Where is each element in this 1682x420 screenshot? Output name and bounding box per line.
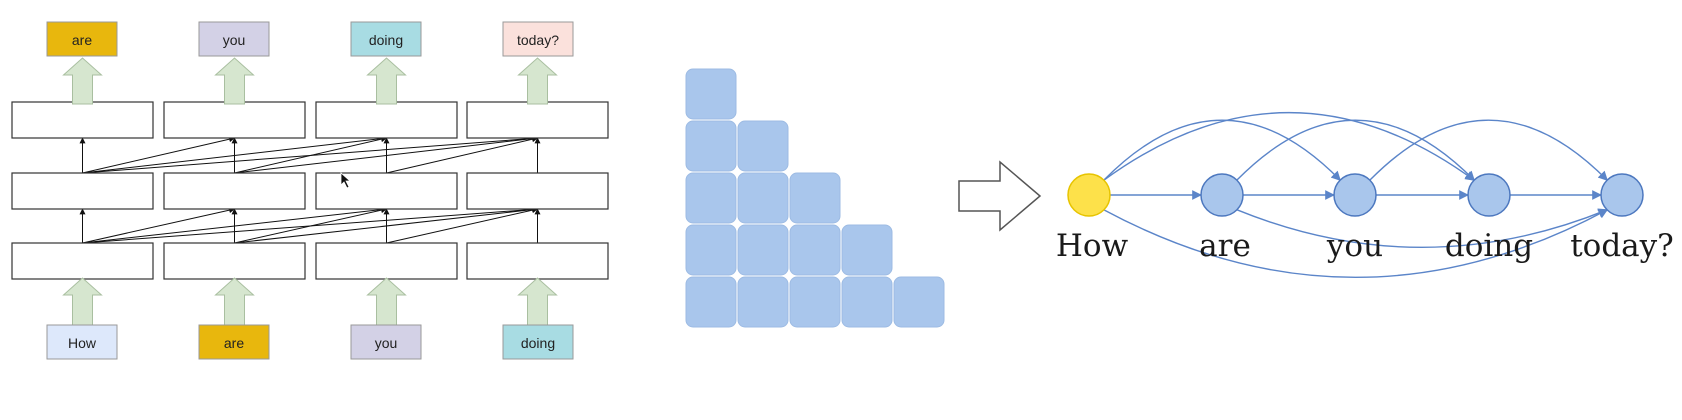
attention-connection — [82, 135, 388, 174]
graph-edge — [1236, 208, 1609, 249]
input-token-doing: doing — [502, 324, 574, 360]
output-token-label: today? — [517, 32, 559, 48]
up-arrow-icon — [62, 57, 103, 105]
layer-box — [11, 101, 154, 139]
graph-node — [1467, 173, 1511, 217]
mask-cell — [789, 172, 841, 224]
up-arrow-icon — [62, 277, 103, 326]
attention-connection — [82, 206, 539, 244]
mask-cell — [685, 68, 737, 120]
output-token-are: are — [46, 21, 118, 57]
output-token-you: you — [198, 21, 270, 57]
layer-box — [466, 172, 609, 210]
mask-cell — [789, 224, 841, 276]
output-token-label: doing — [369, 32, 403, 48]
graph-node-label-you: you — [1326, 228, 1383, 264]
input-token-label: doing — [521, 335, 555, 351]
attention-connection — [82, 207, 236, 244]
layer-box — [163, 242, 306, 280]
input-token-label: are — [224, 335, 244, 351]
graph-node — [1600, 173, 1644, 217]
mask-cell — [685, 172, 737, 224]
mask-cell — [789, 276, 841, 328]
mask-cell — [893, 276, 945, 328]
layer-boxes — [11, 101, 609, 280]
graph-node-label-doing: doing — [1445, 228, 1533, 264]
mask-cell — [841, 224, 893, 276]
input-token-are: are — [198, 324, 270, 360]
layer-box — [466, 242, 609, 280]
layer-box — [466, 101, 609, 139]
graph-node-label-today: today? — [1570, 228, 1674, 264]
output-token-label: you — [223, 32, 246, 48]
layer-box — [315, 172, 458, 210]
input-token-label: How — [68, 335, 97, 351]
attention-connection — [234, 206, 539, 244]
graph-edge — [1103, 209, 1609, 279]
attention-connection — [234, 135, 539, 174]
up-arrow-icon — [214, 57, 255, 105]
mask-cell — [737, 120, 789, 172]
graph-nodes — [1067, 173, 1644, 217]
up-arrow-icon — [366, 57, 407, 105]
causal-transformer-diagram: are you doing today? How are — [11, 21, 609, 360]
layer-box — [11, 172, 154, 210]
graph-edge — [1103, 112, 1476, 181]
attention-connections — [79, 135, 541, 244]
layer-box — [315, 101, 458, 139]
output-token-label: are — [72, 32, 92, 48]
graph-edges — [1103, 112, 1609, 279]
up-arrow-icon — [366, 277, 407, 326]
output-token-today: today? — [502, 21, 574, 57]
attention-connection — [386, 136, 539, 174]
layer-box — [11, 242, 154, 280]
mouse-cursor-icon — [340, 172, 352, 189]
mask-cell — [737, 224, 789, 276]
input-token-how: How — [46, 324, 118, 360]
input-token-you: you — [350, 324, 422, 360]
layer-box — [163, 101, 306, 139]
causal-mask-grid — [685, 68, 945, 328]
layer-box — [315, 242, 458, 280]
graph-node-label-are: are — [1199, 228, 1251, 264]
token-arrows — [62, 57, 558, 326]
up-arrow-icon — [517, 277, 558, 326]
mask-cell — [685, 120, 737, 172]
graph-edge — [1369, 119, 1608, 181]
mask-cell — [841, 276, 893, 328]
layer-box — [163, 172, 306, 210]
input-token-label: you — [375, 335, 398, 351]
graph-edge — [1236, 119, 1475, 181]
mask-cell — [685, 276, 737, 328]
graph-node-label-how: How — [1056, 228, 1129, 264]
graph-node — [1333, 173, 1377, 217]
output-token-doing: doing — [350, 21, 422, 57]
mask-cell — [737, 172, 789, 224]
graph-edge — [1103, 119, 1341, 181]
up-arrow-icon — [517, 57, 558, 105]
mask-cell — [685, 224, 737, 276]
up-arrow-icon — [214, 277, 255, 326]
transform-arrow-icon — [958, 160, 1042, 232]
graph-node — [1067, 173, 1111, 217]
graph-node — [1200, 173, 1244, 217]
attention-connection — [82, 136, 236, 174]
attention-connection — [82, 135, 539, 174]
attention-connection — [82, 206, 388, 244]
mask-cell — [737, 276, 789, 328]
attention-graph: How are you doing today? — [1056, 112, 1674, 279]
attention-connection — [386, 207, 539, 244]
